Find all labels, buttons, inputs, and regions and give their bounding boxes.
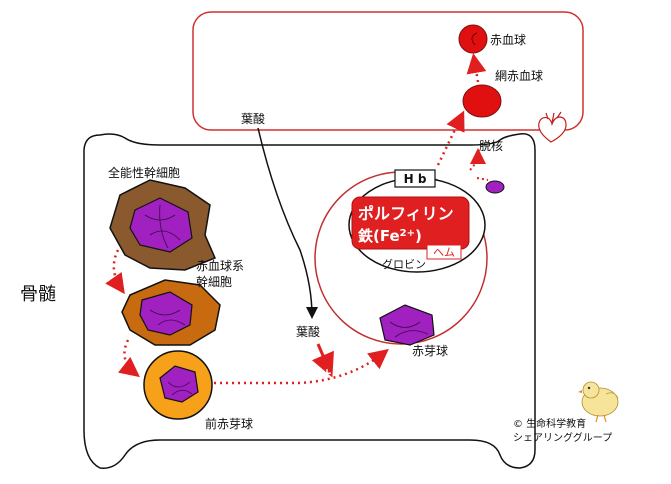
proerythroblast-nucleus	[159, 365, 199, 403]
red-blood-cell	[458, 24, 488, 54]
erythroid-chromatin	[149, 309, 186, 326]
erythroblast-label: 赤芽球	[412, 344, 448, 358]
proerythroblast-chromatin	[167, 381, 193, 396]
reticulocyte-label: 網赤血球	[495, 69, 543, 83]
proerythroblast-label: 前赤芽球	[205, 416, 253, 431]
iron-label: 鉄(Fe2+)	[358, 227, 422, 245]
arrow-to-enucleation	[476, 177, 489, 181]
hb-label-box	[394, 169, 436, 188]
credit-line2: シェアリンググループ	[513, 431, 612, 444]
globin-label: グロビン	[382, 257, 426, 271]
iron-suffix: )	[415, 227, 422, 245]
reticulocyte	[462, 84, 502, 118]
hb-label: H b	[404, 172, 427, 186]
chick-icon	[578, 381, 619, 423]
rbc-label: 赤血球	[490, 33, 526, 47]
arrow-up-enucleation	[469, 148, 486, 171]
arrow-stem-to-erythroid	[105, 249, 125, 295]
erythroid-stem-cell-label-line1: 赤血球系	[196, 259, 244, 273]
credit-line1: © 生命科学教育	[513, 417, 586, 430]
pluripotent-chromatin	[144, 204, 181, 249]
folic-acid-red-arrow	[311, 343, 334, 378]
heart-icon	[538, 111, 567, 143]
iron-charge: 2+	[400, 228, 415, 239]
folic-acid-top-label: 葉酸	[241, 111, 265, 126]
erythroid-stem-cell-label-line2: 幹細胞	[196, 274, 232, 289]
rbc-dimple	[471, 32, 478, 46]
arrow-to-rbc	[466, 53, 487, 83]
erythroblast-chromatin	[389, 321, 429, 338]
pluripotent-nucleus	[129, 197, 193, 253]
erythroid-nucleus	[139, 291, 193, 336]
extruded-nucleus	[485, 180, 505, 194]
bone-marrow-outline	[83, 133, 536, 469]
folic-acid-plus: +	[322, 366, 332, 380]
heme-tag	[426, 244, 462, 260]
bone-marrow-label: 骨髄	[20, 284, 56, 305]
heme-label: ヘム	[433, 246, 455, 259]
arrow-erythroid-to-pro	[118, 339, 140, 378]
enucleation-label: 脱核	[479, 138, 503, 153]
erythroblast-nucleus	[379, 304, 435, 346]
iron-prefix: 鉄(Fe	[358, 227, 400, 245]
heme-box	[351, 196, 470, 250]
arrow-pro-to-erythroblast	[214, 348, 389, 385]
porphyrin-label: ポルフィリン	[358, 204, 454, 223]
folic-acid-mid-label: 葉酸	[296, 324, 320, 339]
folic-acid-line	[257, 127, 318, 319]
pluripotent-stem-cell-label: 全能性幹細胞	[108, 165, 180, 180]
